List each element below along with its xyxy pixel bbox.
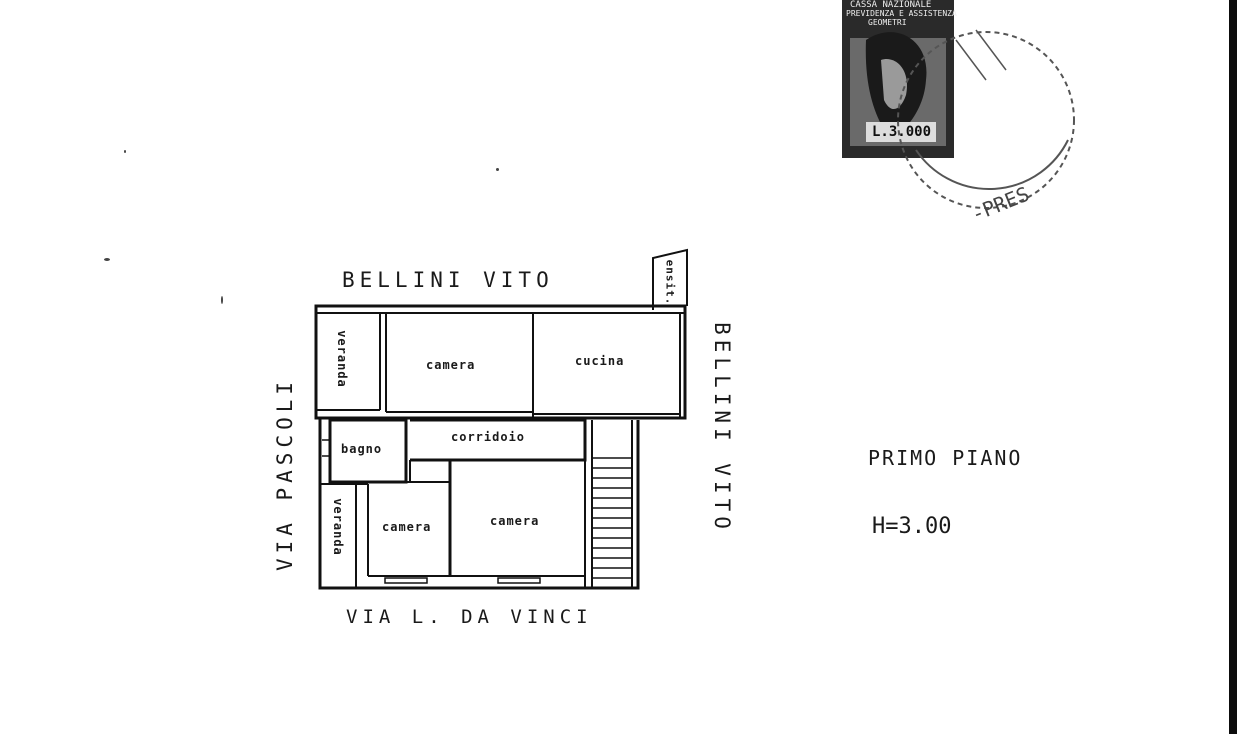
room-bagno: bagno [341, 442, 383, 456]
scan-speck [104, 258, 110, 261]
street-bottom-label: VIA L. DA VINCI [346, 606, 593, 628]
outer-wall-lower [318, 418, 640, 590]
neighbor-top-label: BELLINI VITO [342, 268, 554, 292]
floor-name: PRIMO PIANO [868, 446, 1023, 470]
scan-speck [124, 150, 126, 153]
room-camera-bottom-left: camera [382, 520, 432, 534]
scan-speck [496, 168, 499, 171]
room-veranda-top: veranda [335, 330, 349, 388]
staircase [591, 420, 633, 588]
stamp-header-line-2: PREVIDENZA E ASSISTENZA [846, 9, 957, 18]
outer-wall [314, 304, 687, 420]
room-camera-top: camera [426, 358, 476, 372]
room-camera-bottom-right: camera [490, 514, 540, 528]
revenue-stamp [842, 0, 1075, 209]
room-veranda-bottom: veranda [331, 498, 345, 556]
wall-ripostiglio [652, 248, 688, 310]
room-cucina: cucina [575, 354, 625, 368]
stamp-value: L.3.000 [872, 124, 932, 140]
neighbor-right-label: BELLINI VITO [710, 322, 734, 534]
street-left-label: VIA PASCOLI [273, 376, 297, 572]
room-ripostiglio: ensit. [663, 259, 677, 306]
scan-speck [221, 296, 223, 304]
stamp-header-line-3: GEOMETRI [868, 18, 907, 27]
stamp-header-line-1: CASSA NAZIONALE [850, 0, 932, 10]
floor-height: H=3.00 [872, 514, 952, 539]
scan-edge-bar [1229, 0, 1237, 734]
room-corridoio: corridoio [451, 430, 526, 444]
